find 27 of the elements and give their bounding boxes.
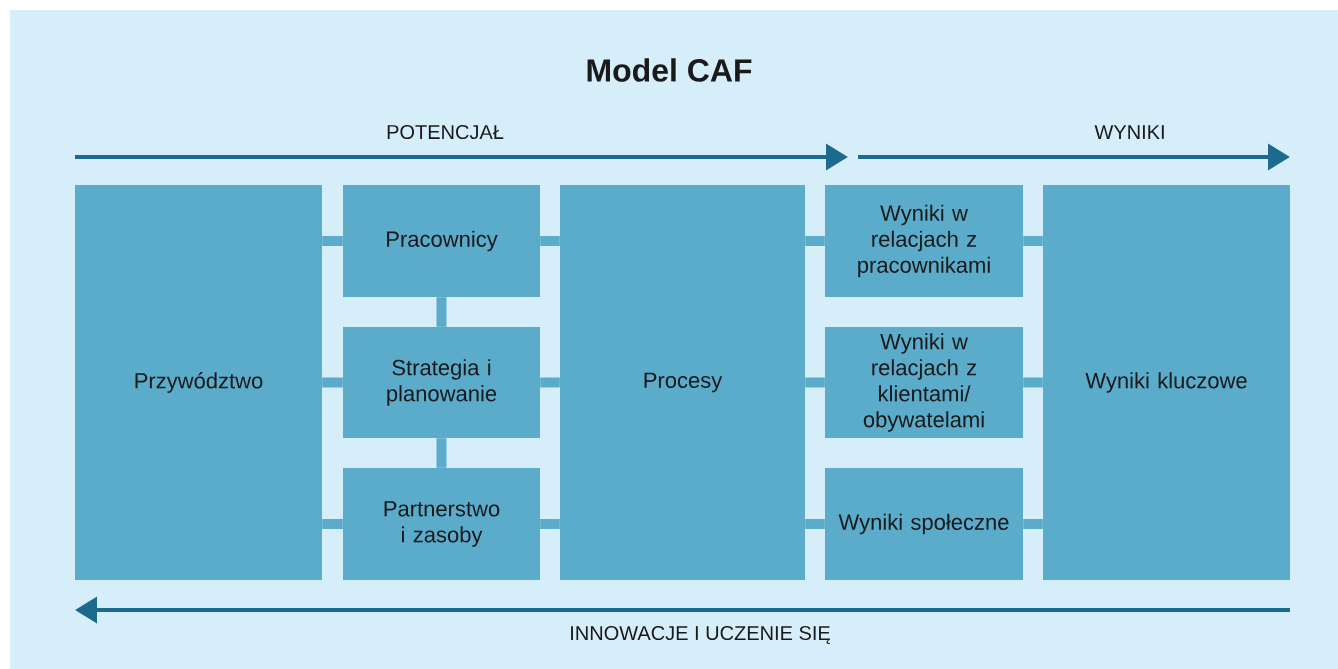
connector-line (1023, 519, 1043, 529)
title: Model CAF (587, 58, 752, 82)
connector-line (1023, 236, 1043, 246)
process-box: Wyniki kluczowe (1043, 185, 1290, 580)
process-box: Partnerstwo i zasoby (343, 468, 540, 580)
arrow-label: INNOWACJE I UCZENIE SIĘ (571, 625, 830, 645)
arrow-label: WYNIKI (1094, 125, 1164, 139)
process-box: Przywództwo (75, 185, 322, 580)
connector-line (540, 236, 560, 246)
process-box: Wyniki społeczne (825, 468, 1023, 580)
connector-line (322, 236, 343, 246)
connector-line (436, 438, 447, 468)
process-box: Procesy (560, 185, 805, 580)
connector-line (540, 377, 560, 388)
connector-line (322, 377, 343, 388)
process-box: Pracownicy (343, 185, 540, 297)
process-box: Wyniki w relacjach z klientami/ obywatelami (825, 327, 1023, 438)
arrow-label: POTENCJAŁ (387, 124, 504, 140)
connector-line (805, 377, 825, 388)
connector-line (805, 519, 825, 529)
process-box: Strategia i planowanie (343, 327, 540, 438)
connector-line (1023, 377, 1043, 388)
connector-line (436, 297, 447, 327)
connector-line (805, 236, 825, 246)
connector-line (322, 519, 343, 529)
process-box: Wyniki w relacjach z pracownikami (825, 185, 1023, 297)
connector-line (540, 519, 560, 529)
